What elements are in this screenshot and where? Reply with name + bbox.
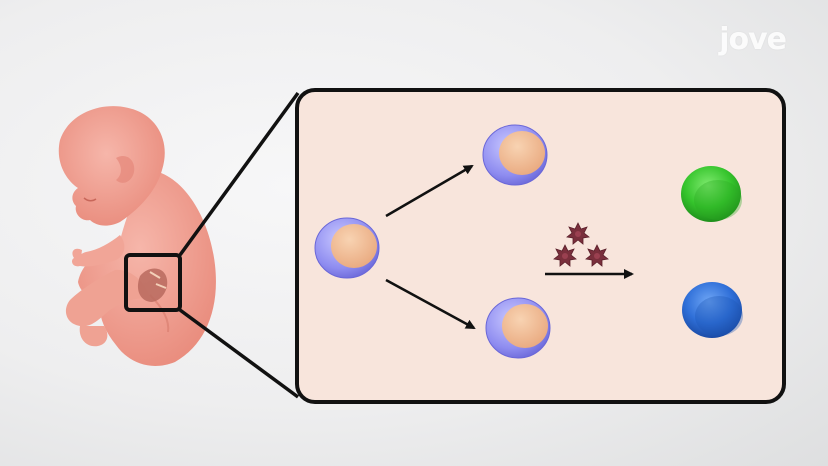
jove-logo: jove (719, 22, 787, 57)
zoom-connector-bottom (178, 308, 300, 399)
signal-molecule-icon (553, 244, 577, 267)
daughter-cell-bottom (485, 297, 551, 359)
zoom-region-box (124, 253, 182, 312)
embryo-ear (116, 155, 135, 183)
embryo-organ-highlight (149, 271, 167, 289)
embryo-body (78, 170, 216, 366)
blue-cell (682, 282, 743, 338)
embryo-eye (83, 197, 97, 202)
embryo-arm (77, 235, 125, 267)
arrow-down-icon (385, 278, 476, 330)
embryo-head (58, 106, 165, 226)
embryo-hand (72, 248, 82, 267)
zoom-connector-top (178, 91, 300, 257)
arrow-up-icon (385, 164, 474, 218)
green-cell (681, 166, 742, 222)
signal-molecule-icon (566, 222, 590, 245)
embryo-illustration (58, 106, 216, 366)
embryo-leg (65, 269, 150, 327)
daughter-cell-top (482, 124, 548, 186)
progenitor-cell (314, 217, 380, 279)
signal-molecules (553, 222, 609, 267)
signal-molecule-icon (585, 244, 609, 267)
embryo-foot (79, 326, 108, 347)
zoom-panel (295, 88, 786, 404)
